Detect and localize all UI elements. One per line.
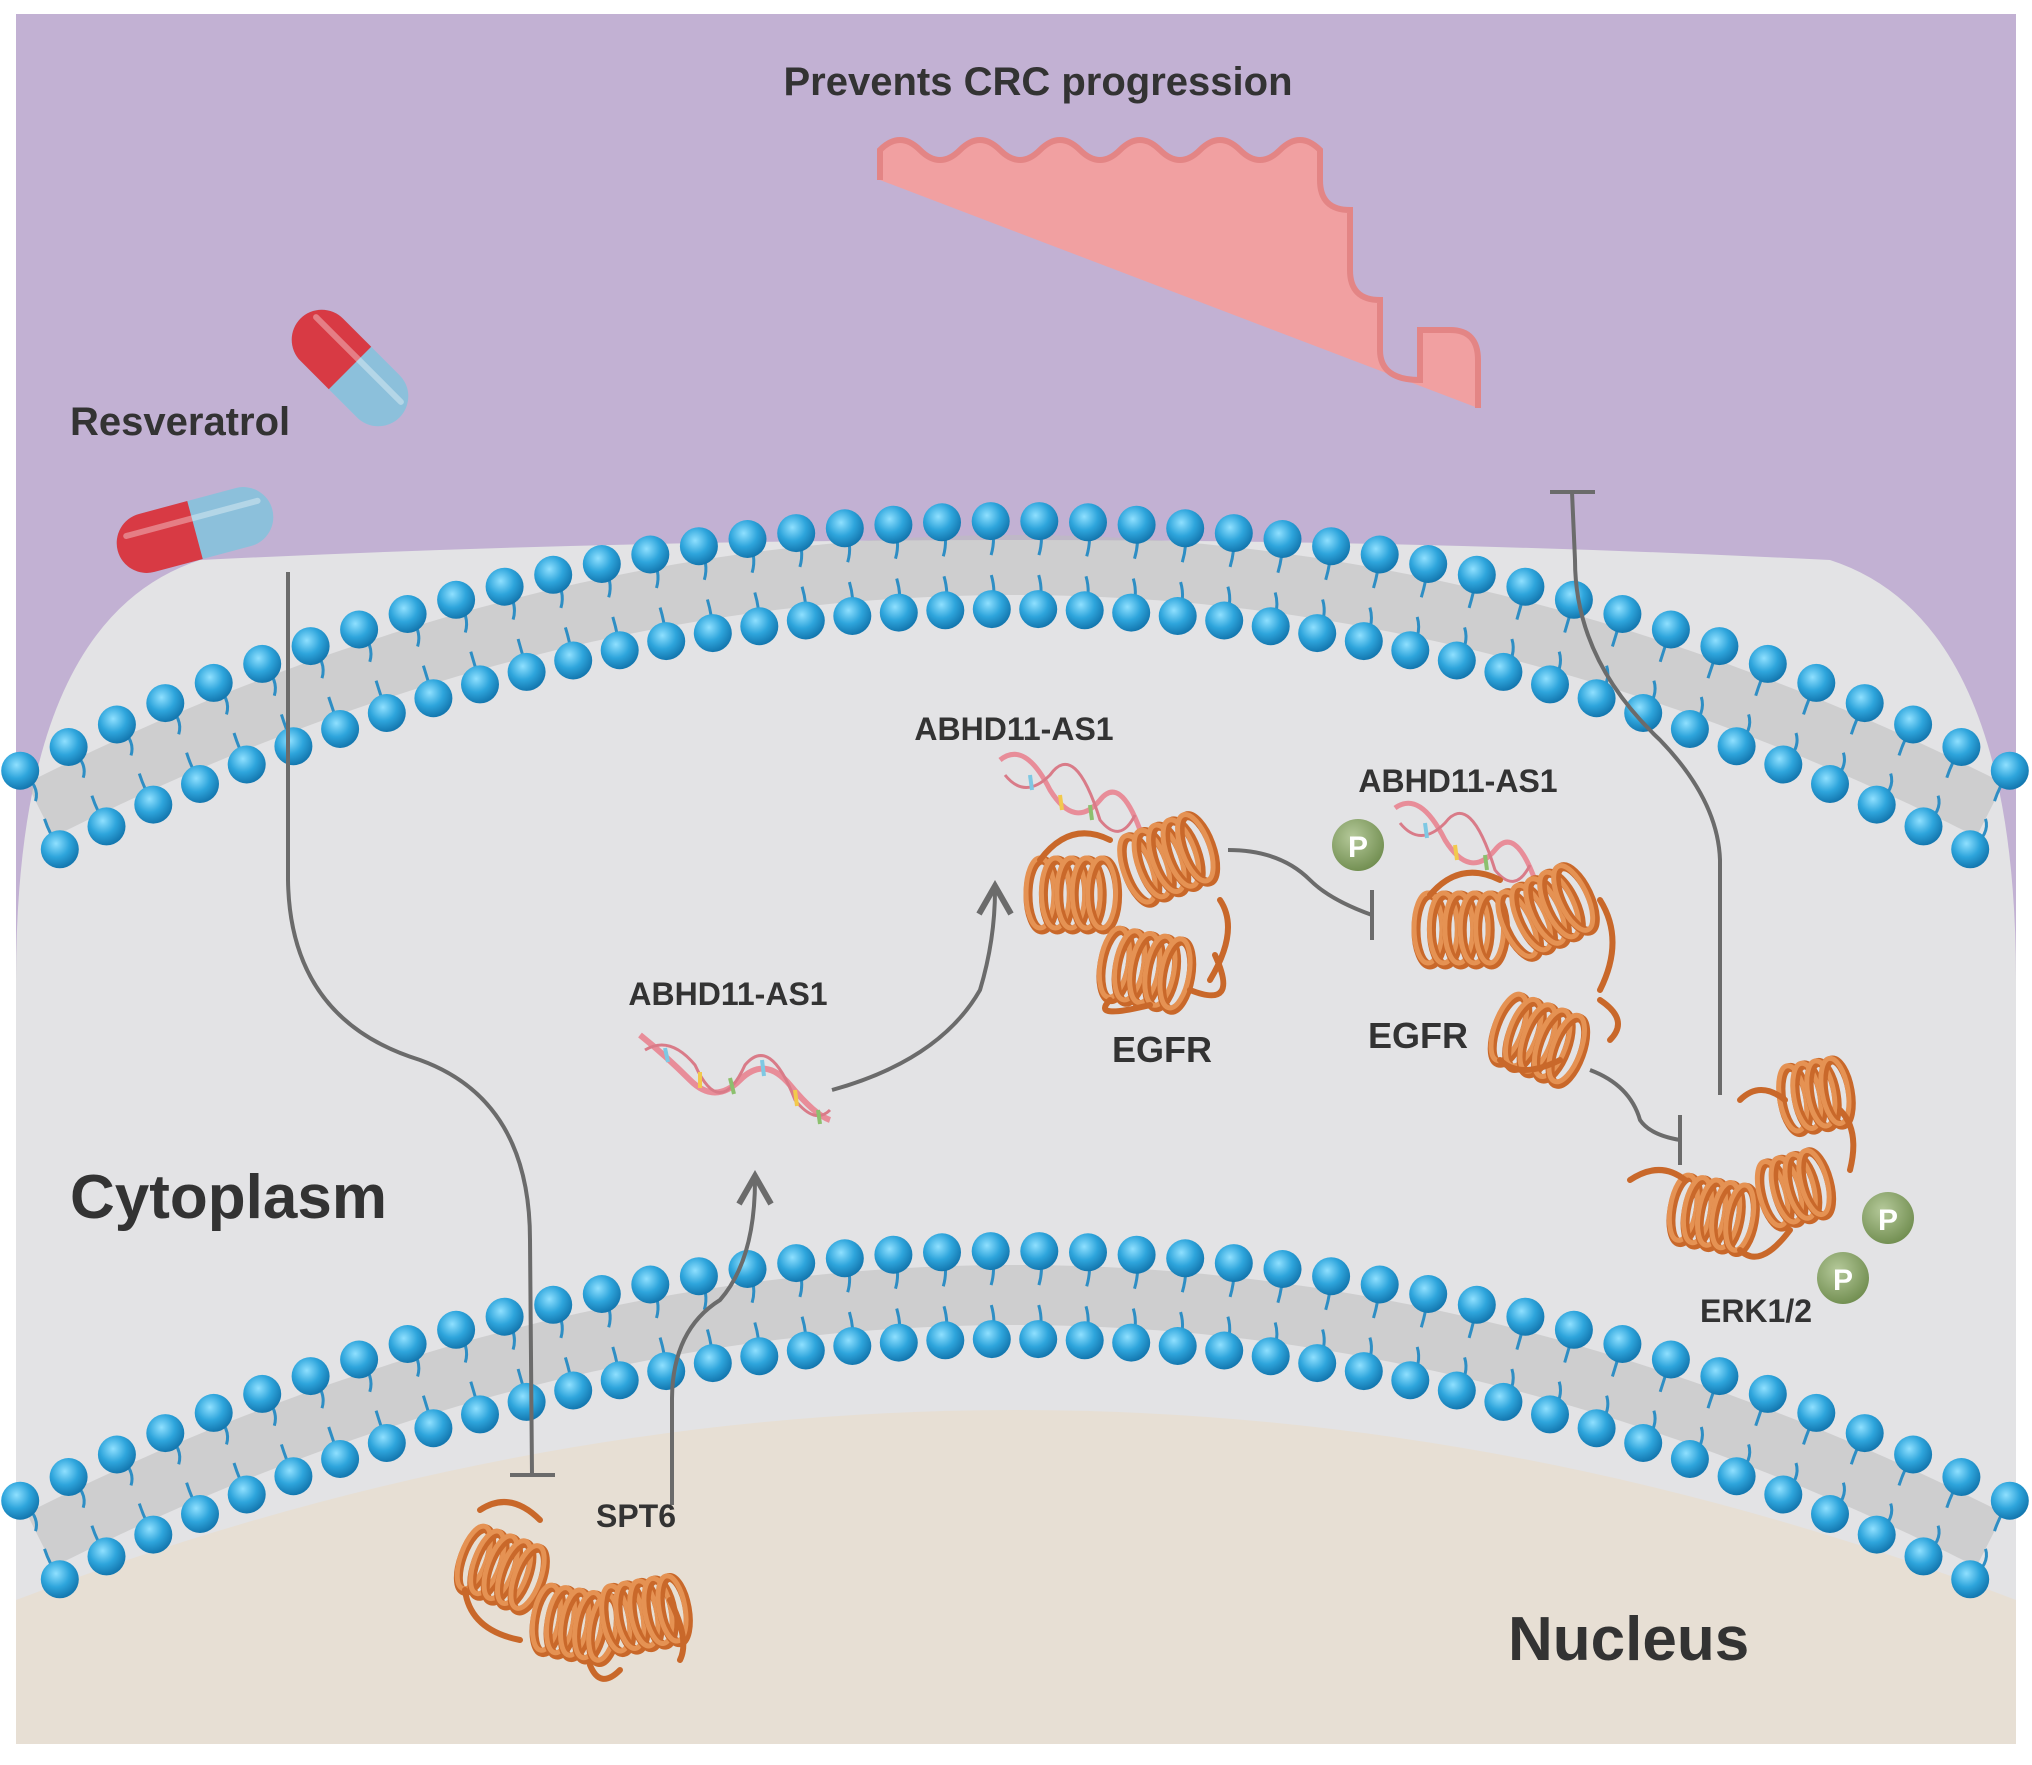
capsule-icon	[116, 487, 274, 573]
phosphate-label: P	[1878, 1204, 1898, 1237]
protein-helix-icon	[1023, 811, 1231, 1015]
egfr-phos-label: EGFR	[1368, 1015, 1468, 1056]
erk-phosphorylation-inhibition-line	[1589, 1068, 1682, 1165]
rna-strand-icon	[638, 1032, 832, 1125]
cytoplasm-region	[16, 540, 2016, 1744]
phosphate-icon: P	[1332, 819, 1384, 871]
phosphate-icon: P	[1817, 1252, 1869, 1304]
abhd11-as1-bound-label: ABHD11-AS1	[914, 711, 1113, 747]
nucleus-label: Nucleus	[1508, 1605, 1749, 1674]
capsule-icon	[291, 309, 409, 427]
abhd11-as1-label: ABHD11-AS1	[628, 976, 827, 1012]
rna-strand-icon	[1393, 800, 1538, 883]
resveratrol-label: Resveratrol	[70, 400, 290, 444]
protein-helix-icon	[1627, 1055, 1857, 1260]
phosphate-label: P	[1833, 1264, 1853, 1297]
erk-label: ERK1/2	[1700, 1293, 1812, 1329]
nuclear-membrane	[1, 1232, 2029, 1599]
resveratrol-inhibition-line	[286, 572, 555, 1477]
phosphate-label: P	[1348, 831, 1368, 864]
abhd11-as1-phos-label: ABHD11-AS1	[1358, 763, 1557, 799]
diagram-title: Prevents CRC progression	[783, 60, 1292, 104]
phosphate-icon: P	[1862, 1192, 1914, 1244]
egfr-phosphorylation-inhibition-line	[1227, 848, 1374, 940]
protein-helix-icon	[1411, 862, 1621, 1089]
crc-progression-inhibition-line	[1550, 490, 1722, 1095]
cytoplasm-label: Cytoplasm	[70, 1163, 387, 1232]
egfr-label: EGFR	[1112, 1029, 1212, 1070]
nucleus-region	[16, 1410, 2016, 1744]
protein-helix-icon	[453, 1499, 693, 1682]
spt6-label: SPT6	[596, 1498, 676, 1534]
spt6-activation-arrow	[670, 1169, 774, 1505]
rna-strand-icon	[998, 751, 1143, 833]
plasma-membrane	[1, 502, 2029, 869]
colon-icon	[877, 137, 1481, 408]
rna-egfr-binding-arrow	[831, 879, 1014, 1092]
